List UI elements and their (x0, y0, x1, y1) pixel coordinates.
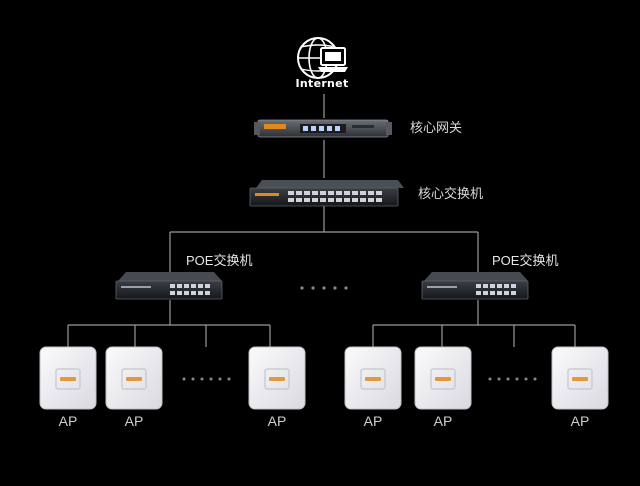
access-point-icon (248, 346, 306, 410)
internet-label: Internet (295, 77, 348, 90)
access-point-icon (344, 346, 402, 410)
access-point-1: AP (39, 346, 97, 429)
poe-switch-right: POE交换机 (421, 253, 558, 300)
access-point-5: AP (414, 346, 472, 429)
poe-switch-icon (421, 272, 529, 300)
access-point-label: AP (125, 413, 144, 429)
poe-switch-left: POE交换机 (115, 253, 252, 300)
access-point-label: AP (268, 413, 287, 429)
access-point-label: AP (571, 413, 590, 429)
core-gateway-node: 核心网关 (254, 119, 462, 138)
globe-computer-icon (297, 37, 348, 79)
ellipsis-between-switches (300, 286, 348, 290)
core-gateway-label: 核心网关 (410, 121, 462, 136)
switch-icon (249, 180, 404, 207)
access-point-icon (414, 346, 472, 410)
access-point-icon (39, 346, 97, 410)
internet-node: Internet (295, 37, 348, 90)
ellipsis-left-aps (182, 377, 231, 381)
access-point-2: AP (105, 346, 163, 429)
router-icon (254, 119, 392, 138)
poe-switch-right-label: POE交换机 (492, 253, 558, 268)
core-switch-label: 核心交换机 (418, 186, 483, 202)
poe-switch-icon (115, 272, 223, 300)
access-point-label: AP (364, 413, 383, 429)
access-point-3: AP (248, 346, 306, 429)
connection-lines (67, 94, 576, 347)
poe-switch-left-label: POE交换机 (186, 253, 252, 268)
access-point-4: AP (344, 346, 402, 429)
ellipsis-right-aps (488, 377, 537, 381)
access-point-icon (551, 346, 609, 410)
access-point-icon (105, 346, 163, 410)
access-point-label: AP (434, 413, 453, 429)
access-point-label: AP (59, 413, 78, 429)
core-switch-node: 核心交换机 (249, 180, 483, 207)
access-point-6: AP (551, 346, 609, 429)
